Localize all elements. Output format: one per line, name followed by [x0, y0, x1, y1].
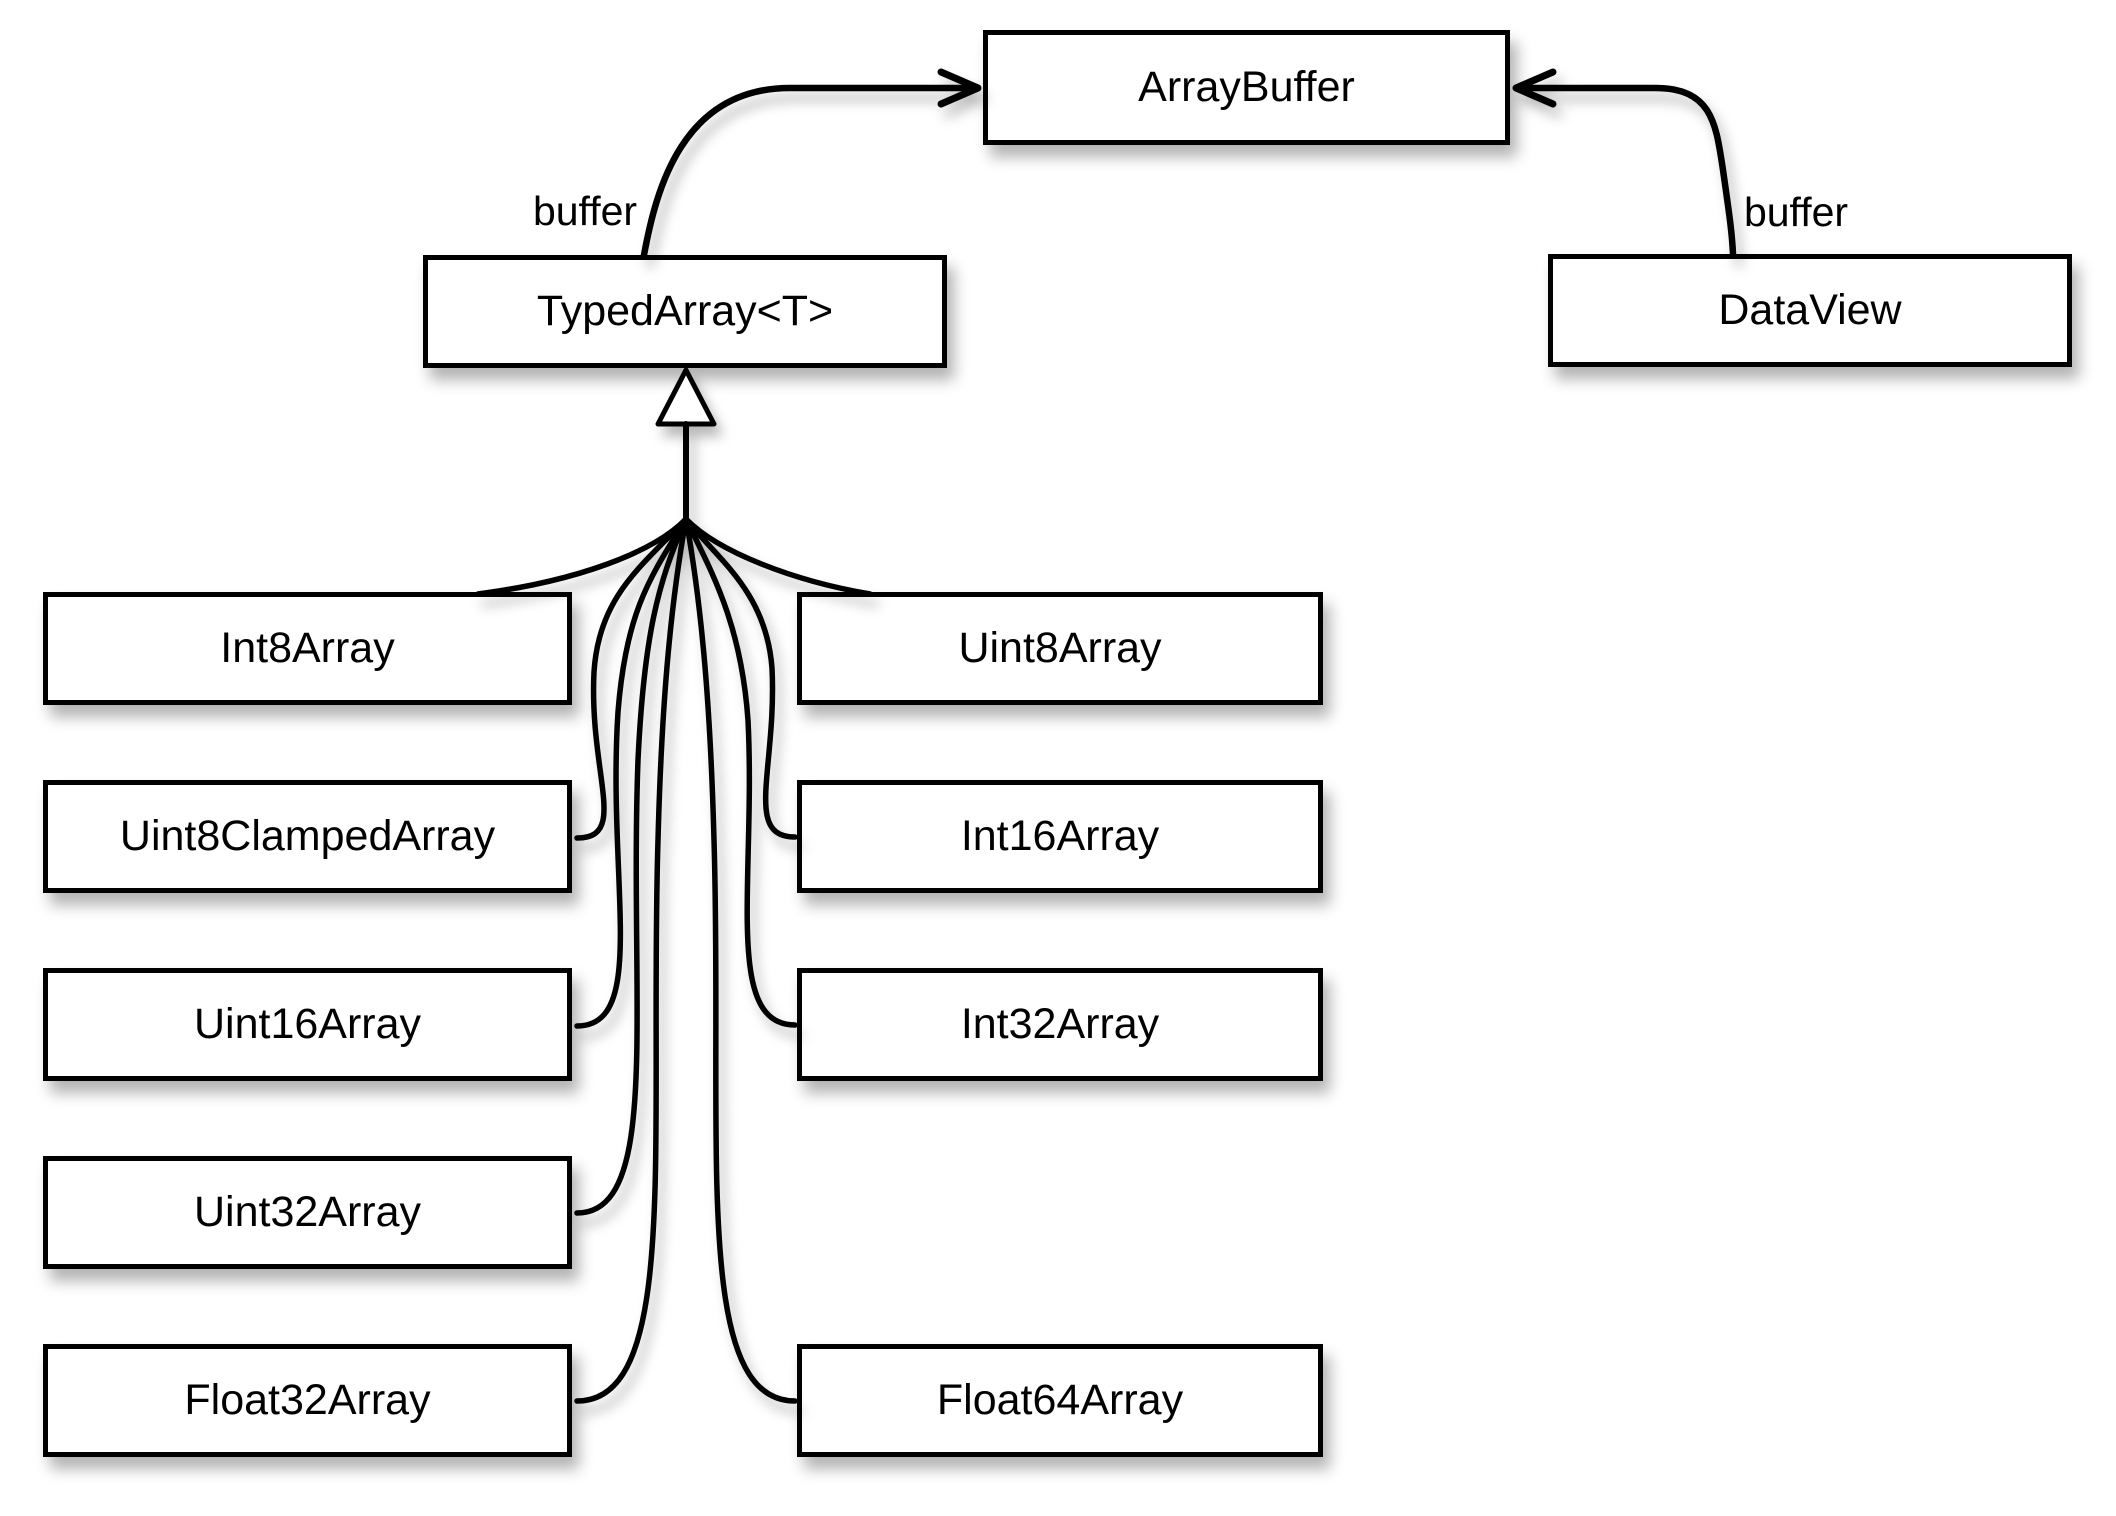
node-label: ArrayBuffer — [1138, 63, 1355, 111]
node-label: Int32Array — [960, 1000, 1160, 1048]
node-label: TypedArray<T> — [536, 287, 834, 335]
label-buffer-left: buffer — [532, 188, 638, 234]
node-uint16array: Uint16Array — [43, 968, 572, 1081]
node-label: DataView — [1718, 286, 1902, 334]
node-uint8array: Uint8Array — [797, 592, 1323, 705]
edge-dataview-arraybuffer — [1516, 84, 1737, 258]
node-float32array: Float32Array — [43, 1344, 572, 1457]
edge-typedarray-uint8clampedarray — [574, 516, 689, 841]
node-label: Float32Array — [184, 1376, 431, 1424]
edge-typedarray-int16array — [683, 516, 798, 840]
node-label: Uint16Array — [193, 1000, 422, 1048]
node-uint32array: Uint32Array — [43, 1156, 572, 1269]
label-buffer-right: buffer — [1743, 189, 1849, 235]
node-uint8clampedarray: Uint8ClampedArray — [43, 780, 572, 893]
edge-typedarray-uint16array — [574, 516, 689, 1029]
node-label: Uint8ClampedArray — [119, 812, 496, 860]
node-label: Int16Array — [960, 812, 1160, 860]
edge-typedarray-int8array — [475, 516, 689, 597]
node-int16array: Int16Array — [797, 780, 1323, 893]
edge-typedarray-int32array — [683, 516, 798, 1028]
arrowhead-left-icon — [1512, 68, 1557, 108]
node-label: Uint8Array — [958, 624, 1162, 672]
node-label: Int8Array — [220, 624, 395, 672]
edge-typedarray-arraybuffer — [640, 84, 978, 259]
node-typedarray: TypedArray<T> — [423, 255, 947, 368]
node-label: Uint32Array — [193, 1188, 422, 1236]
node-float64array: Float64Array — [797, 1344, 1323, 1457]
node-dataview: DataView — [1548, 254, 2072, 367]
edge-typedarray-float32array — [574, 516, 689, 1404]
node-int32array: Int32Array — [797, 968, 1323, 1081]
node-arraybuffer: ArrayBuffer — [983, 30, 1510, 145]
edge-typedarray-float64array — [683, 516, 798, 1404]
node-int8array: Int8Array — [43, 592, 572, 705]
edge-typedarray-uint8array — [683, 516, 873, 597]
edge-typedarray-uint32array — [574, 516, 689, 1216]
arrowhead-right-icon — [937, 68, 982, 108]
inheritance-triangle-icon — [655, 367, 717, 427]
node-label: Float64Array — [936, 1376, 1184, 1424]
